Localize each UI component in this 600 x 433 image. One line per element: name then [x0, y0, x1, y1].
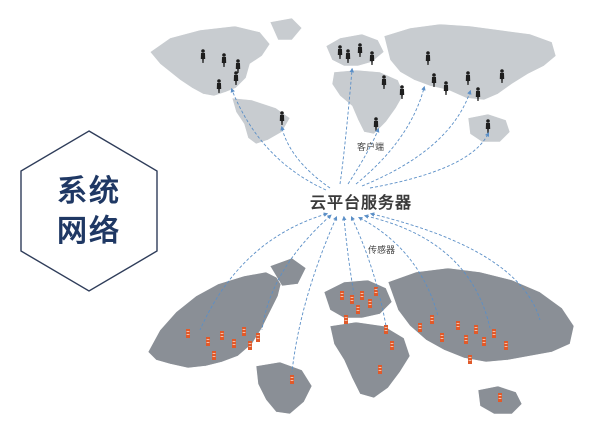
sensor-marker	[368, 299, 372, 308]
title-line-1: 系统	[57, 174, 121, 209]
link-line	[230, 87, 327, 191]
sensor-marker	[482, 337, 486, 346]
sensor-marker	[350, 295, 354, 304]
sensor-marker	[360, 291, 364, 300]
link-line	[199, 212, 329, 331]
system-network-title: 系统 网络	[14, 172, 164, 252]
link-line	[355, 85, 426, 185]
link-line	[369, 131, 490, 189]
client-marker	[369, 51, 375, 65]
sensor-marker	[374, 287, 378, 296]
link-line	[280, 125, 331, 189]
sensor-marker	[384, 325, 388, 334]
sensor-marker	[290, 375, 294, 384]
bottom-map-south-america	[255, 361, 313, 415]
sensor-marker	[498, 393, 502, 402]
sensor-marker	[256, 333, 260, 342]
sensor-marker	[492, 329, 496, 338]
link-line	[369, 212, 541, 321]
sensor-marker	[212, 351, 216, 360]
top-map-africa	[331, 69, 405, 135]
sensor-marker	[344, 315, 348, 324]
sensor-marker	[440, 333, 444, 342]
sensor-marker	[464, 335, 468, 344]
cloud-platform-server-label: 云平台服务器	[310, 193, 413, 212]
bottom-map-africa	[329, 321, 411, 399]
sensor-marker	[340, 291, 344, 300]
link-line	[350, 215, 387, 327]
top-map-north-america	[149, 25, 271, 97]
client-label: 客户端	[357, 143, 385, 153]
top-world-map	[149, 17, 557, 145]
sensor-marker	[474, 325, 478, 334]
top-map-europe	[325, 33, 385, 67]
link-line	[339, 67, 355, 185]
sensor-marker	[356, 305, 360, 314]
link-line	[347, 127, 380, 185]
link-line	[341, 215, 355, 295]
link-line	[361, 89, 472, 187]
link-line	[261, 214, 332, 331]
sensor-marker	[220, 331, 224, 340]
bottom-world-map	[147, 257, 575, 415]
sensor-marker	[248, 341, 252, 350]
sensor-marker	[418, 323, 422, 332]
bottom-map-asia	[387, 267, 575, 363]
client-marker	[443, 81, 449, 95]
sensor-marker	[504, 341, 508, 350]
link-line	[291, 215, 338, 373]
top-map-greenland	[269, 17, 303, 41]
title-line-2: 网络	[57, 214, 121, 249]
top-map-asia	[383, 23, 557, 101]
sensor-marker	[186, 329, 190, 338]
sensor-marker	[468, 355, 472, 364]
link-line	[363, 214, 491, 329]
sensor-marker	[456, 321, 460, 330]
sensor-marker	[378, 365, 382, 374]
sensor-marker	[242, 327, 246, 336]
sensor-links	[199, 212, 541, 373]
title-hexagon	[20, 130, 158, 292]
client-links	[230, 67, 490, 191]
sensor-marker	[390, 341, 394, 350]
top-map-south-america	[231, 97, 291, 145]
sensor-label: 传感器	[368, 246, 396, 256]
sensor-marker	[232, 339, 236, 348]
sensor-marker	[430, 315, 434, 324]
sensor-marker	[206, 337, 210, 346]
